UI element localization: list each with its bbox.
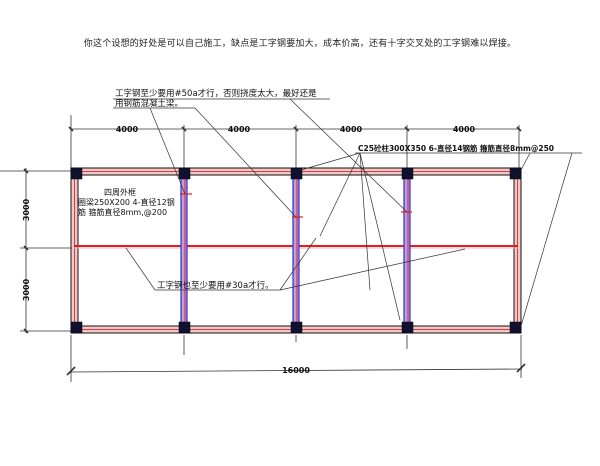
- leader-lines: [113, 98, 582, 327]
- ring-beam-note-line1: 四周外框: [104, 187, 136, 197]
- middle-note: 工字钢也至少要用#30a才行。: [157, 280, 274, 291]
- top-dim-1: 4000: [116, 125, 139, 134]
- top-dim-3: 4000: [340, 125, 363, 134]
- column-note: C25砼柱300X350 6-直径14钢筋 箍筋直径8mm@250: [358, 143, 554, 153]
- top-dim-2: 4000: [228, 125, 251, 134]
- left-dim-1: 3000: [22, 198, 31, 221]
- ring-beam-note-line2: 圈梁250X200 4-直径12钢: [78, 197, 175, 207]
- ring-beam-note-line3: 筋 箍筋直径8mm,@200: [78, 207, 167, 217]
- concrete-columns: [70, 167, 522, 334]
- top-note-line2: 用钢筋混凝土梁。: [115, 98, 183, 109]
- top-note-line1: 工字钢至少要用#50a才行，否则挠度太大，最好还是: [115, 88, 317, 99]
- vertical-steel-beams: [180, 171, 412, 331]
- total-length-dim: 16000: [282, 366, 310, 375]
- top-dim-4: 4000: [453, 125, 476, 134]
- top-dimension-chain: [68, 115, 522, 172]
- review-comment: 你这个设想的好处是可以自己施工，缺点是工字钢要加大，成本价高，还有十字交叉处的工…: [83, 39, 517, 49]
- left-dimension-chain: [0, 168, 75, 334]
- bottom-dimension: [66, 335, 526, 382]
- left-dim-2: 3000: [22, 278, 31, 301]
